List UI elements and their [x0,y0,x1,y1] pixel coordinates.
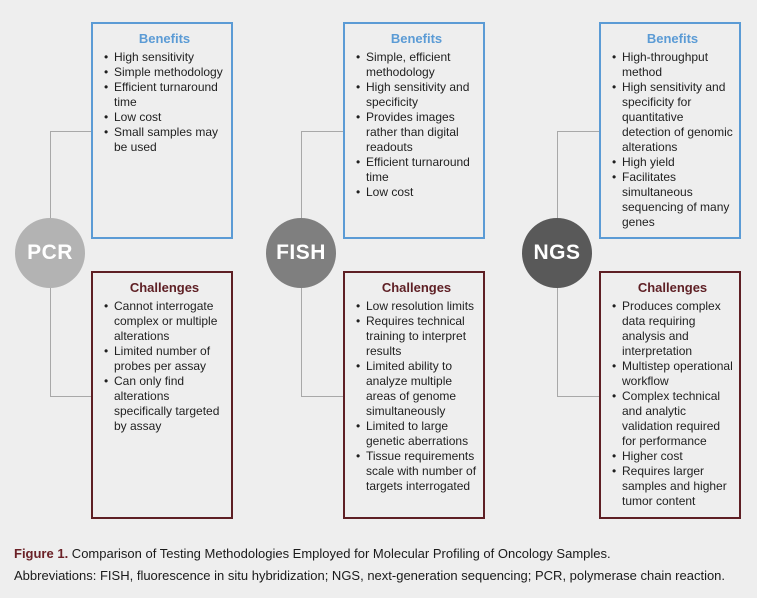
challenge-item: Higher cost [611,449,734,464]
challenge-item: Produces complex data requiring analysis… [611,299,734,359]
challenge-item: Limited number of probes per assay [103,344,226,374]
connector-stub-pcr-challenges [50,396,92,397]
benefits-title-fish: Benefits [390,31,443,46]
benefits-title-ngs: Benefits [646,31,699,46]
challenge-item: Requires technical training to interpret… [355,314,478,359]
method-label-pcr: PCR [27,241,73,264]
challenge-item: Cannot interrogate complex or multiple a… [103,299,226,344]
benefits-list-fish: Simple, efficient methodology High sensi… [355,50,478,200]
challenges-title-fish: Challenges [381,280,452,295]
challenges-list-ngs: Produces complex data requiring analysis… [611,299,734,509]
challenges-list-fish: Low resolution limits Requires technical… [355,299,478,494]
benefit-item: Low cost [103,110,226,125]
figure-number-label: Figure 1. [14,546,69,561]
challenge-item: Can only find alterations specifically t… [103,374,226,434]
benefit-item: Simple, efficient methodology [355,50,478,80]
method-label-fish: FISH [276,241,326,264]
benefits-box-pcr: Benefits High sensitivity Simple methodo… [91,22,233,239]
figure-title: Comparison of Testing Methodologies Empl… [68,546,611,561]
connector-stub-fish-benefits [301,131,343,132]
challenge-item: Requires larger samples and higher tumor… [611,464,734,509]
benefit-item: High-throughput method [611,50,734,80]
method-circle-fish: FISH [266,218,336,288]
benefit-item: Simple methodology [103,65,226,80]
benefit-item: Efficient turnaround time [355,155,478,185]
connector-stub-fish-challenges [301,396,343,397]
challenge-item: Tissue requirements scale with number of… [355,449,478,494]
challenges-box-ngs: Challenges Produces complex data requiri… [599,271,741,519]
challenge-item: Complex technical and analytic validatio… [611,389,734,449]
connector-stub-pcr-benefits [50,131,92,132]
benefit-item: Facilitates simultaneous sequencing of m… [611,170,734,230]
benefit-item: High yield [611,155,734,170]
challenge-item: Multistep operational workflow [611,359,734,389]
challenges-title-ngs: Challenges [637,280,708,295]
method-circle-pcr: PCR [15,218,85,288]
benefits-box-fish: Benefits Simple, efficient methodology H… [343,22,485,239]
challenges-list-pcr: Cannot interrogate complex or multiple a… [103,299,226,434]
figure-caption: Figure 1. Comparison of Testing Methodol… [14,543,744,587]
connector-stub-ngs-challenges [557,396,599,397]
benefit-item: Small samples may be used [103,125,226,155]
benefits-box-ngs: Benefits High-throughput method High sen… [599,22,741,239]
benefit-item: High sensitivity [103,50,226,65]
caption-line-1: Figure 1. Comparison of Testing Methodol… [14,543,744,565]
benefits-title-pcr: Benefits [138,31,191,46]
benefits-list-pcr: High sensitivity Simple methodology Effi… [103,50,226,155]
benefit-item: Provides images rather than digital read… [355,110,478,155]
method-circle-ngs: NGS [522,218,592,288]
challenges-box-pcr: Challenges Cannot interrogate complex or… [91,271,233,519]
connector-stub-ngs-benefits [557,131,599,132]
benefit-item: High sensitivity and specificity for qua… [611,80,734,155]
caption-abbreviations: Abbreviations: FISH, fluorescence in sit… [14,568,726,583]
method-label-ngs: NGS [533,241,581,264]
benefit-item: High sensitivity and specificity [355,80,478,110]
benefits-list-ngs: High-throughput method High sensitivity … [611,50,734,230]
benefit-item: Low cost [355,185,478,200]
challenges-box-fish: Challenges Low resolution limits Require… [343,271,485,519]
challenge-item: Limited ability to analyze multiple area… [355,359,478,419]
challenge-item: Low resolution limits [355,299,478,314]
benefit-item: Efficient turnaround time [103,80,226,110]
challenge-item: Limited to large genetic aberrations [355,419,478,449]
challenges-title-pcr: Challenges [129,280,200,295]
